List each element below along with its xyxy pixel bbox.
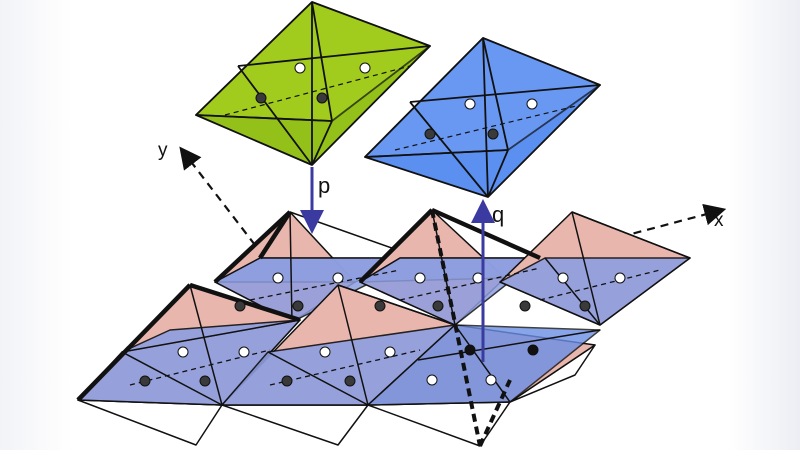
thick-edges	[76, 207, 541, 402]
left-margin-shade	[0, 0, 72, 450]
y-axis-label: y	[158, 140, 168, 161]
arrow-q: q	[471, 199, 504, 362]
octahedron-front-middle	[221, 284, 456, 406]
layer-octahedra	[76, 207, 691, 447]
dashed-edges	[430, 209, 512, 447]
blue-octahedron	[364, 37, 601, 198]
x-axis-label: x	[714, 210, 724, 231]
arrow-p-label: p	[318, 173, 330, 198]
arrow-q-label: q	[492, 202, 504, 227]
y-axis: y	[158, 140, 256, 246]
x-axis: x	[619, 203, 727, 239]
octahedron-back-right	[499, 211, 691, 326]
arrow-p: p	[300, 167, 330, 234]
right-margin-shade	[728, 0, 800, 450]
octahedron-front-right-blue	[367, 324, 601, 406]
green-octahedron	[195, 1, 431, 166]
layer-atoms	[139, 272, 626, 387]
